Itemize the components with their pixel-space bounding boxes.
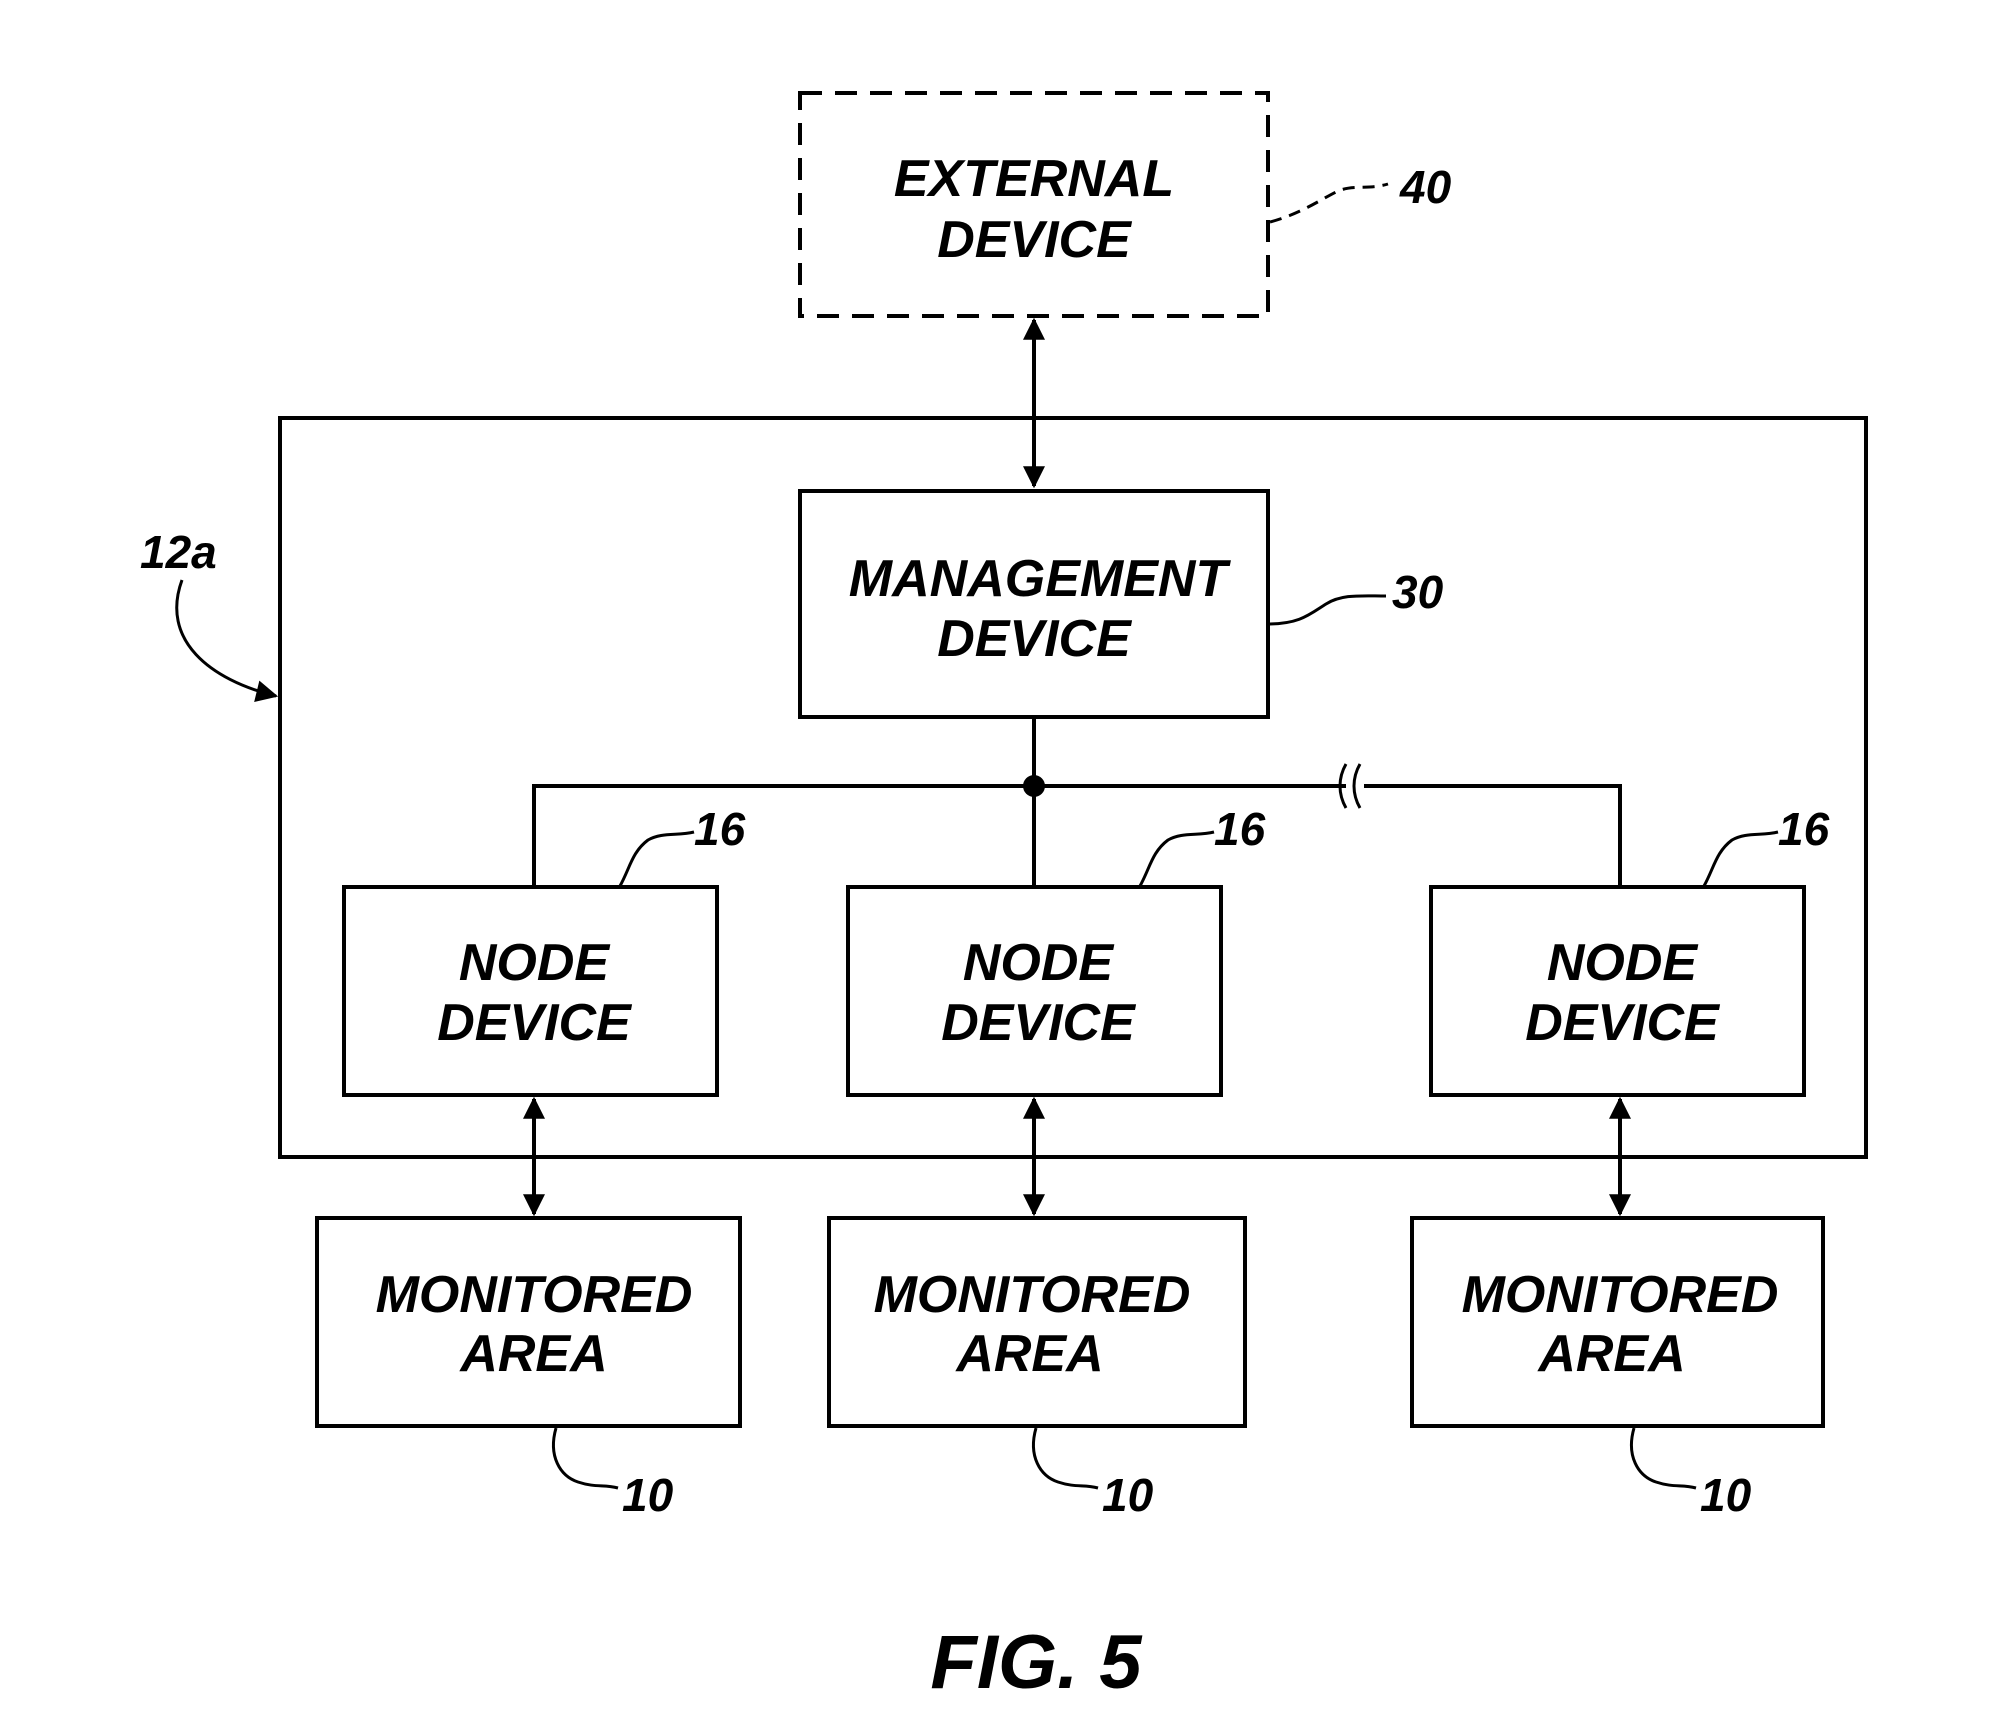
node-device-box-3: NODE DEVICE bbox=[1429, 885, 1806, 1097]
monitored-area-2-leader bbox=[1031, 1427, 1099, 1490]
node-device-1-leader bbox=[618, 830, 695, 887]
node-device-1-label-line2: DEVICE bbox=[437, 994, 632, 1052]
monitored-area-1-leader bbox=[551, 1427, 619, 1490]
monitored-area-3-label-line1: MONITORED bbox=[1462, 1266, 1779, 1324]
monitored-area-box-2: MONITORED AREA bbox=[827, 1216, 1247, 1428]
monitored-area-1-label-line2: AREA bbox=[458, 1325, 607, 1383]
external-device-box: EXTERNAL DEVICE bbox=[798, 91, 1270, 318]
node-device-3-ref: 16 bbox=[1778, 803, 1830, 855]
monitored-area-box-1: MONITORED AREA bbox=[315, 1216, 742, 1428]
management-device-label-line1: MANAGEMENT bbox=[849, 550, 1232, 608]
external-device-leader bbox=[1269, 182, 1389, 224]
node-device-2-label-line1: NODE bbox=[963, 934, 1115, 992]
monitored-area-2-label-line1: MONITORED bbox=[874, 1266, 1191, 1324]
node-device-1-ref: 16 bbox=[694, 803, 746, 855]
management-device-box: MANAGEMENT DEVICE bbox=[798, 489, 1270, 719]
node-device-box-2: NODE DEVICE bbox=[846, 885, 1223, 1097]
figure-caption: FIG. 5 bbox=[930, 1620, 1143, 1705]
node-device-box-1: NODE DEVICE bbox=[342, 885, 719, 1097]
monitored-area-3-leader bbox=[1629, 1427, 1697, 1490]
monitored-area-1-label-line1: MONITORED bbox=[376, 1266, 693, 1324]
bus-break-mark-1 bbox=[1338, 763, 1348, 809]
monitored-area-2-ref: 10 bbox=[1102, 1469, 1154, 1521]
node-device-3-leader bbox=[1702, 830, 1779, 887]
system-boundary bbox=[278, 416, 1868, 1159]
monitored-area-box-3: MONITORED AREA bbox=[1410, 1216, 1825, 1428]
management-device-ref: 30 bbox=[1392, 566, 1444, 618]
node-device-3-label-line2: DEVICE bbox=[1525, 994, 1720, 1052]
system-ref-leader bbox=[175, 579, 279, 703]
monitored-area-2-label-line2: AREA bbox=[954, 1325, 1103, 1383]
external-device-label-line2: DEVICE bbox=[937, 211, 1132, 269]
node-device-3-label-line1: NODE bbox=[1547, 934, 1699, 992]
management-device-label-line2: DEVICE bbox=[937, 610, 1132, 668]
node-device-2-ref: 16 bbox=[1214, 803, 1266, 855]
bus-junction-dot bbox=[1023, 775, 1045, 797]
monitored-area-3-label-line2: AREA bbox=[1536, 1325, 1685, 1383]
node-device-2-label-line2: DEVICE bbox=[941, 994, 1136, 1052]
external-device-ref: 40 bbox=[1399, 161, 1452, 213]
management-device-leader bbox=[1267, 594, 1387, 626]
monitored-area-3-ref: 10 bbox=[1700, 1469, 1752, 1521]
system-ref: 12a bbox=[140, 526, 217, 578]
node-device-2-leader bbox=[1138, 830, 1215, 887]
bus-break-mark-2 bbox=[1352, 763, 1362, 809]
monitored-area-1-ref: 10 bbox=[622, 1469, 674, 1521]
node-device-1-label-line1: NODE bbox=[459, 934, 611, 992]
external-device-label-line1: EXTERNAL bbox=[894, 150, 1174, 208]
